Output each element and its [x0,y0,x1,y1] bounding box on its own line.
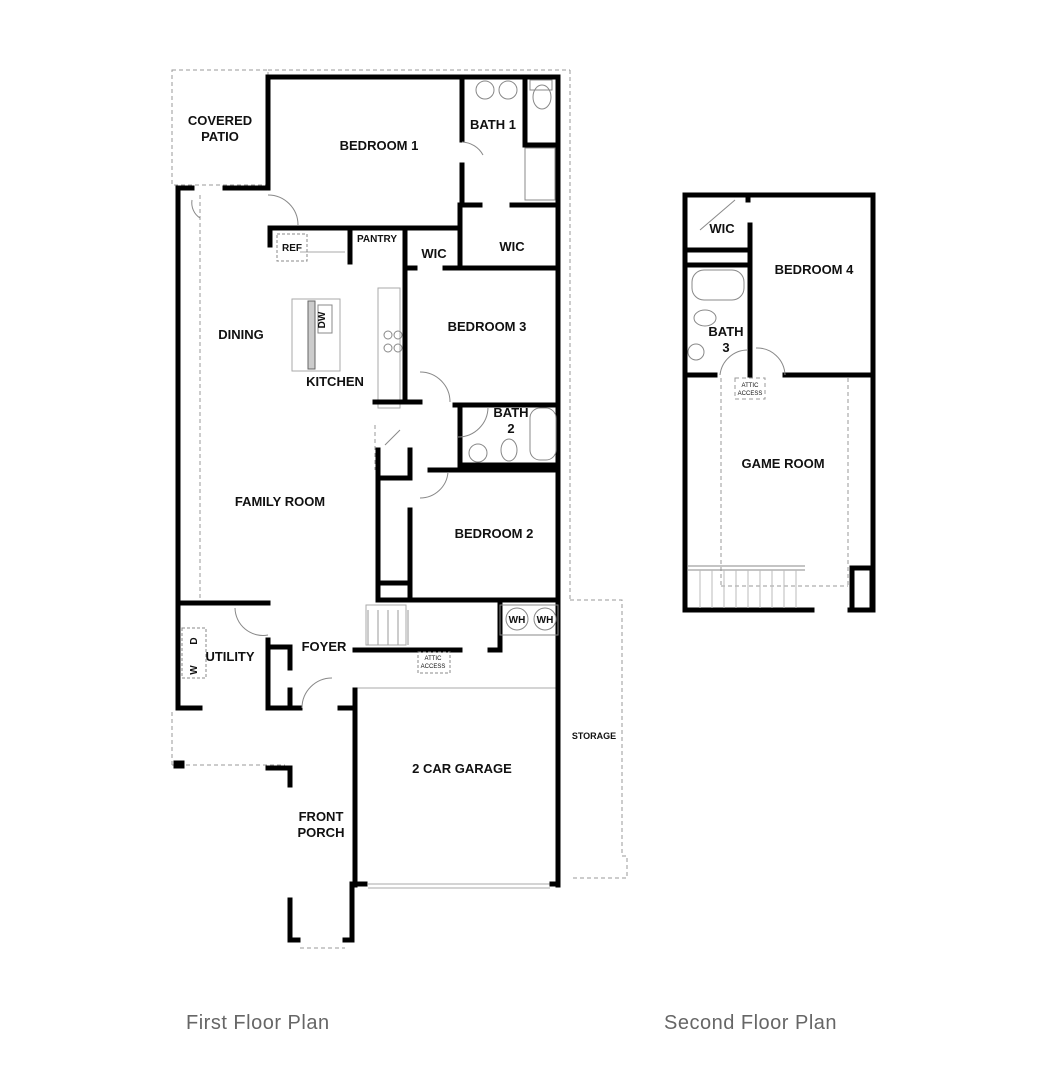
dishwasher-label: DW [317,311,328,328]
ref-label: REF [282,243,302,254]
bath-1-label: BATH 1 [470,117,516,132]
covered-patio-label: COVERED [188,113,252,128]
bedroom-3-label: BEDROOM 3 [448,319,527,334]
second-floor-plan [682,192,876,613]
bath-2-label: BATH [493,405,528,420]
bedroom-4-label: BEDROOM 4 [775,262,855,277]
wic-label-a: WIC [421,246,447,261]
foyer-label: FOYER [302,639,347,654]
front-porch-label: FRONT [299,809,344,824]
second-floor-labels: WIC BEDROOM 4 BATH 3 ATTIC ACCESS GAME R… [708,221,854,471]
game-room-label: GAME ROOM [741,456,824,471]
bath-3-label: BATH [708,324,743,339]
front-porch-label-2: PORCH [298,825,345,840]
dryer-label: D [189,637,200,644]
water-heater-label-2: WH [537,615,554,626]
attic-access-label-2: ACCESS [421,664,446,670]
attic-access-label-2f: ATTIC [742,383,760,389]
bedroom-1-label: BEDROOM 1 [340,138,419,153]
first-floor-labels: COVERED PATIO BEDROOM 1 BATH 1 REF PANTR… [188,113,616,840]
first-floor-caption: First Floor Plan [186,1012,330,1034]
attic-access-label: ATTIC [425,656,443,662]
water-heater-label-1: WH [509,615,526,626]
attic-access-label-2f-2: ACCESS [738,391,763,397]
covered-patio-label-2: PATIO [201,129,239,144]
pantry-label: PANTRY [357,234,397,245]
dining-label: DINING [218,327,264,342]
first-floor-plan [171,69,628,949]
utility-label: UTILITY [205,649,254,664]
bath-2-label-2: 2 [507,421,514,436]
bedroom-2-label: BEDROOM 2 [455,526,534,541]
family-room-label: FAMILY ROOM [235,494,325,509]
kitchen-label: KITCHEN [306,374,364,389]
second-floor-caption: Second Floor Plan [664,1012,838,1034]
garage-label: 2 CAR GARAGE [412,761,512,776]
wic-label-b: WIC [499,239,525,254]
wic-label-2f: WIC [709,221,735,236]
bath-3-label-2: 3 [722,340,729,355]
storage-label: STORAGE [572,731,616,741]
washer-label: W [189,665,200,675]
